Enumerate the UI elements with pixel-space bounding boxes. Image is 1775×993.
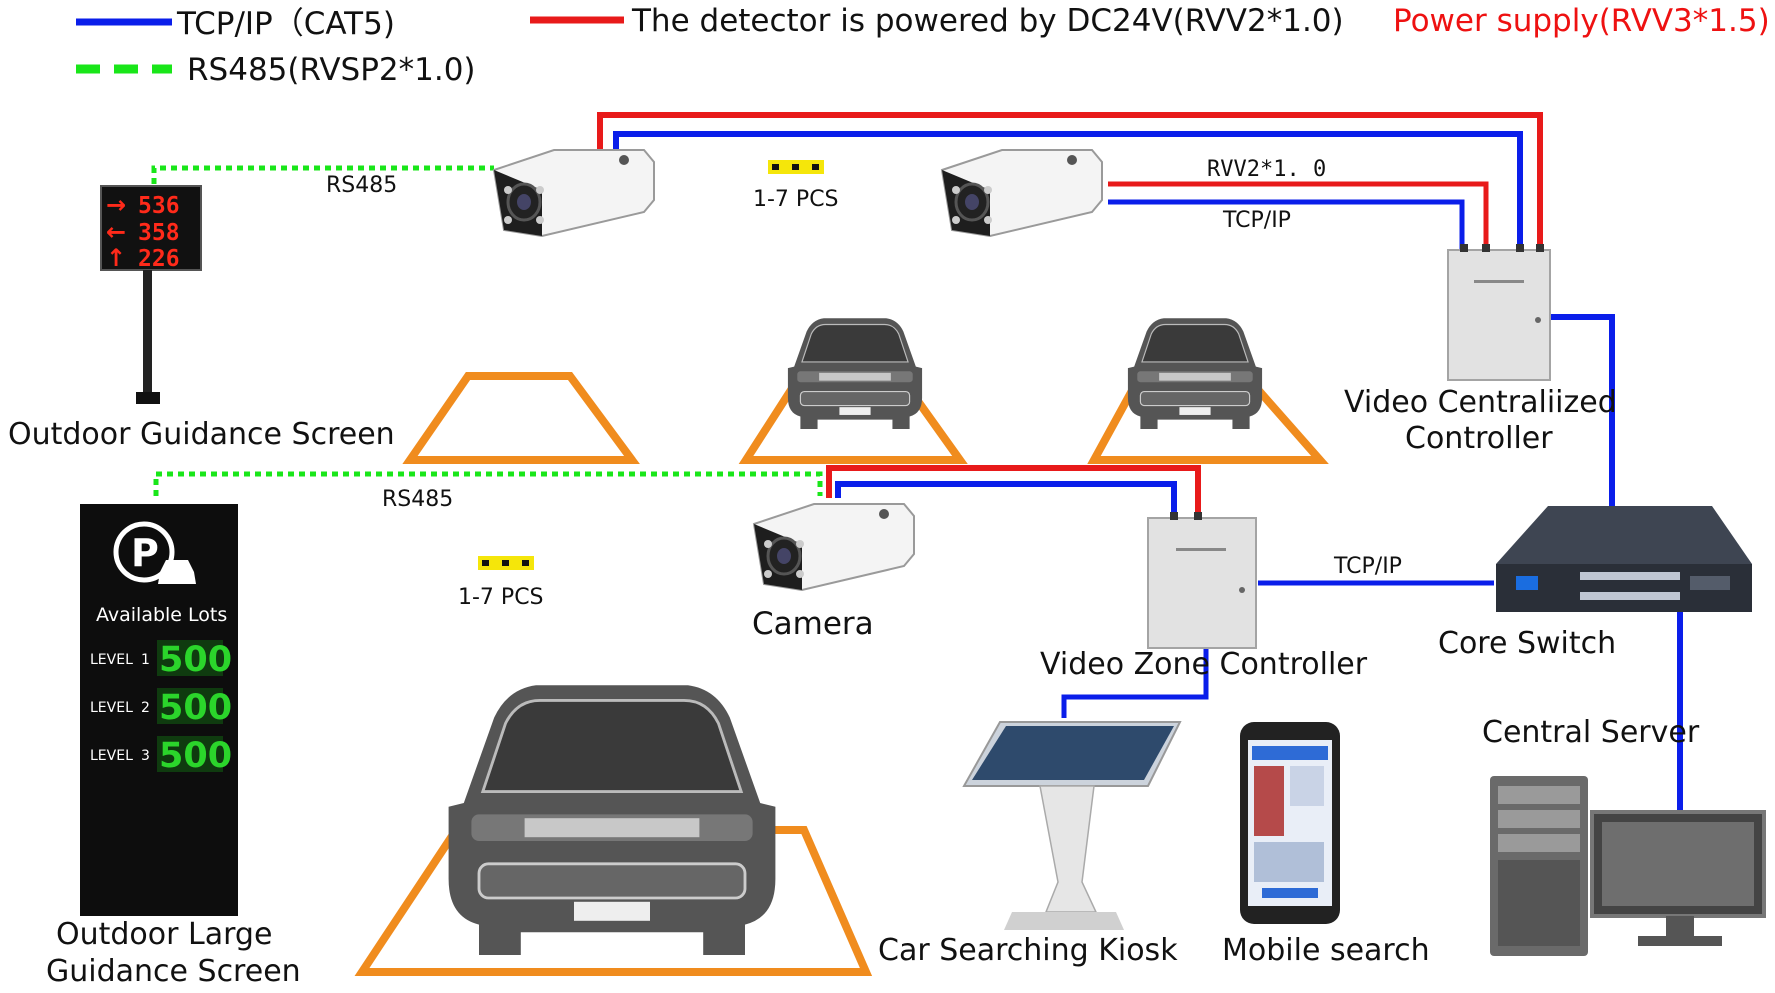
arrow-left-icon: ← [106, 218, 126, 246]
car-icon [787, 317, 923, 430]
parking-slot-empty [402, 372, 640, 464]
video-centralized-label-line1: Video Centraliized [1344, 385, 1617, 420]
screen-row-3: 226 [138, 246, 180, 272]
camera-icon [492, 148, 656, 238]
parking-p-letter: P [131, 531, 159, 575]
rs485-wire-mid [153, 471, 823, 496]
mobile-search-label: Mobile search [1222, 933, 1430, 968]
arrow-up-icon: ↑ [106, 244, 126, 272]
mobile-phone [1240, 722, 1340, 924]
rs485-mid-label: RS485 [382, 487, 453, 512]
central-server-label: Central Server [1482, 715, 1700, 750]
video-centralized-controller [1447, 244, 1551, 381]
outdoor-large-label-line1: Outdoor Large [56, 917, 272, 952]
rvv-label: RVV2*1. 0 [1207, 157, 1326, 182]
level-1-label: LEVEL [90, 652, 133, 668]
level-3-label: LEVEL [90, 748, 133, 764]
dc-wire-cam3 [826, 465, 1201, 520]
car-icon-large [447, 683, 777, 957]
tcp-mid-label: TCP/IP [1333, 554, 1402, 579]
legend-rs485-text: RS485(RVSP2*1.0) [187, 52, 476, 88]
tcp-wire-top [613, 131, 1523, 252]
screen-row-2: 358 [138, 220, 180, 246]
car-small-icon [158, 560, 196, 584]
outdoor-large-guidance-screen: P Available Lots LEVEL 1 500 LEVEL 2 500… [80, 504, 238, 916]
level-3-value: 500 [159, 736, 232, 776]
available-lots-title: Available Lots [96, 604, 227, 626]
count-top-label: 1-7 PCS [753, 187, 839, 212]
count-mid-label: 1-7 PCS [458, 585, 544, 610]
video-zone-controller [1147, 512, 1257, 649]
screen-row-1: 536 [138, 193, 180, 219]
rs485-wire-top [151, 165, 494, 195]
video-zone-label: Video Zone Controller [1040, 647, 1368, 682]
level-2-num: 2 [141, 700, 150, 716]
wires [151, 112, 1683, 812]
arrow-right-icon: → [106, 191, 126, 219]
outdoor-guidance-label: Outdoor Guidance Screen [8, 417, 395, 452]
camera-icon [752, 502, 916, 592]
tcp-wire-cam3 [835, 481, 1177, 520]
outdoor-large-label-line2: Guidance Screen [46, 954, 301, 989]
legend-tcp-text: TCP/IP（CAT5) [176, 6, 395, 42]
tcp-wire-central-switch [1544, 314, 1615, 508]
switch-logo [1516, 576, 1538, 590]
level-1-value: 500 [159, 640, 232, 680]
camera-icon [940, 148, 1104, 238]
level-2-value: 500 [159, 688, 232, 728]
tcp-top-label: TCP/IP [1222, 208, 1291, 233]
kiosk-label: Car Searching Kiosk [878, 933, 1178, 968]
tcp-wire-kiosk [1061, 648, 1209, 718]
legend: TCP/IP（CAT5) RS485(RVSP2*1.0) The detect… [76, 3, 1770, 88]
level-2-label: LEVEL [90, 700, 133, 716]
car-icon [1127, 317, 1263, 430]
count-marker-mid: 1-7 PCS [458, 556, 544, 610]
outdoor-guidance-screen: → ← ↑ 536 358 226 [100, 185, 202, 404]
rs485-top-label: RS485 [326, 173, 397, 198]
legend-dc-text: The detector is powered by DC24V(RVV2*1.… [631, 3, 1344, 39]
legend-power-text: Power supply(RVV3*1.5) [1393, 3, 1770, 39]
level-3-num: 3 [141, 748, 150, 764]
core-switch-label: Core Switch [1438, 626, 1616, 661]
parking-p-icon [113, 521, 175, 583]
level-1-num: 1 [141, 652, 150, 668]
count-marker-top: 1-7 PCS [753, 160, 839, 212]
camera-label: Camera [752, 606, 874, 642]
tcp-wire-cam2 [1108, 199, 1465, 252]
video-centralized-label-line2: Controller [1405, 421, 1553, 456]
dc-wire-cam2 [1108, 181, 1489, 252]
power-wire-top [597, 112, 1543, 252]
core-switch [1496, 506, 1752, 612]
car-searching-kiosk [962, 721, 1182, 930]
central-server [1490, 776, 1766, 956]
